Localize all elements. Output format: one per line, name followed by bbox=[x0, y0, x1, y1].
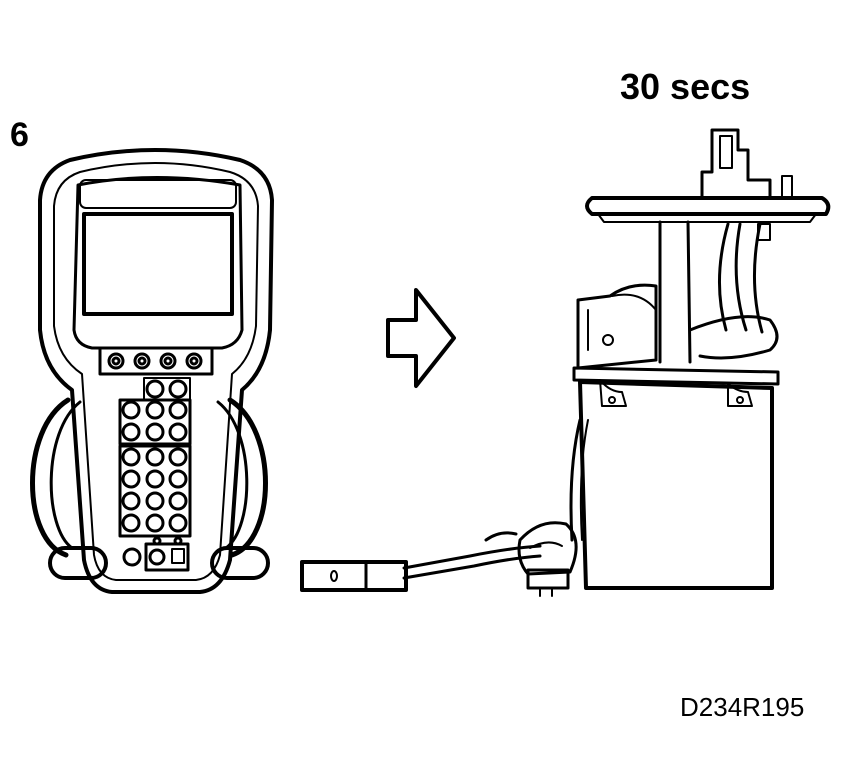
connector-plug-icon bbox=[302, 562, 406, 590]
figure-code: D234R195 bbox=[680, 692, 805, 722]
step-number: 6 bbox=[10, 116, 29, 154]
right-arrow-icon bbox=[388, 290, 454, 386]
fuel-pump-unit-icon bbox=[404, 130, 828, 596]
duration-label: 30 secs bbox=[620, 66, 751, 107]
diagnostic-tester-icon bbox=[33, 150, 273, 592]
